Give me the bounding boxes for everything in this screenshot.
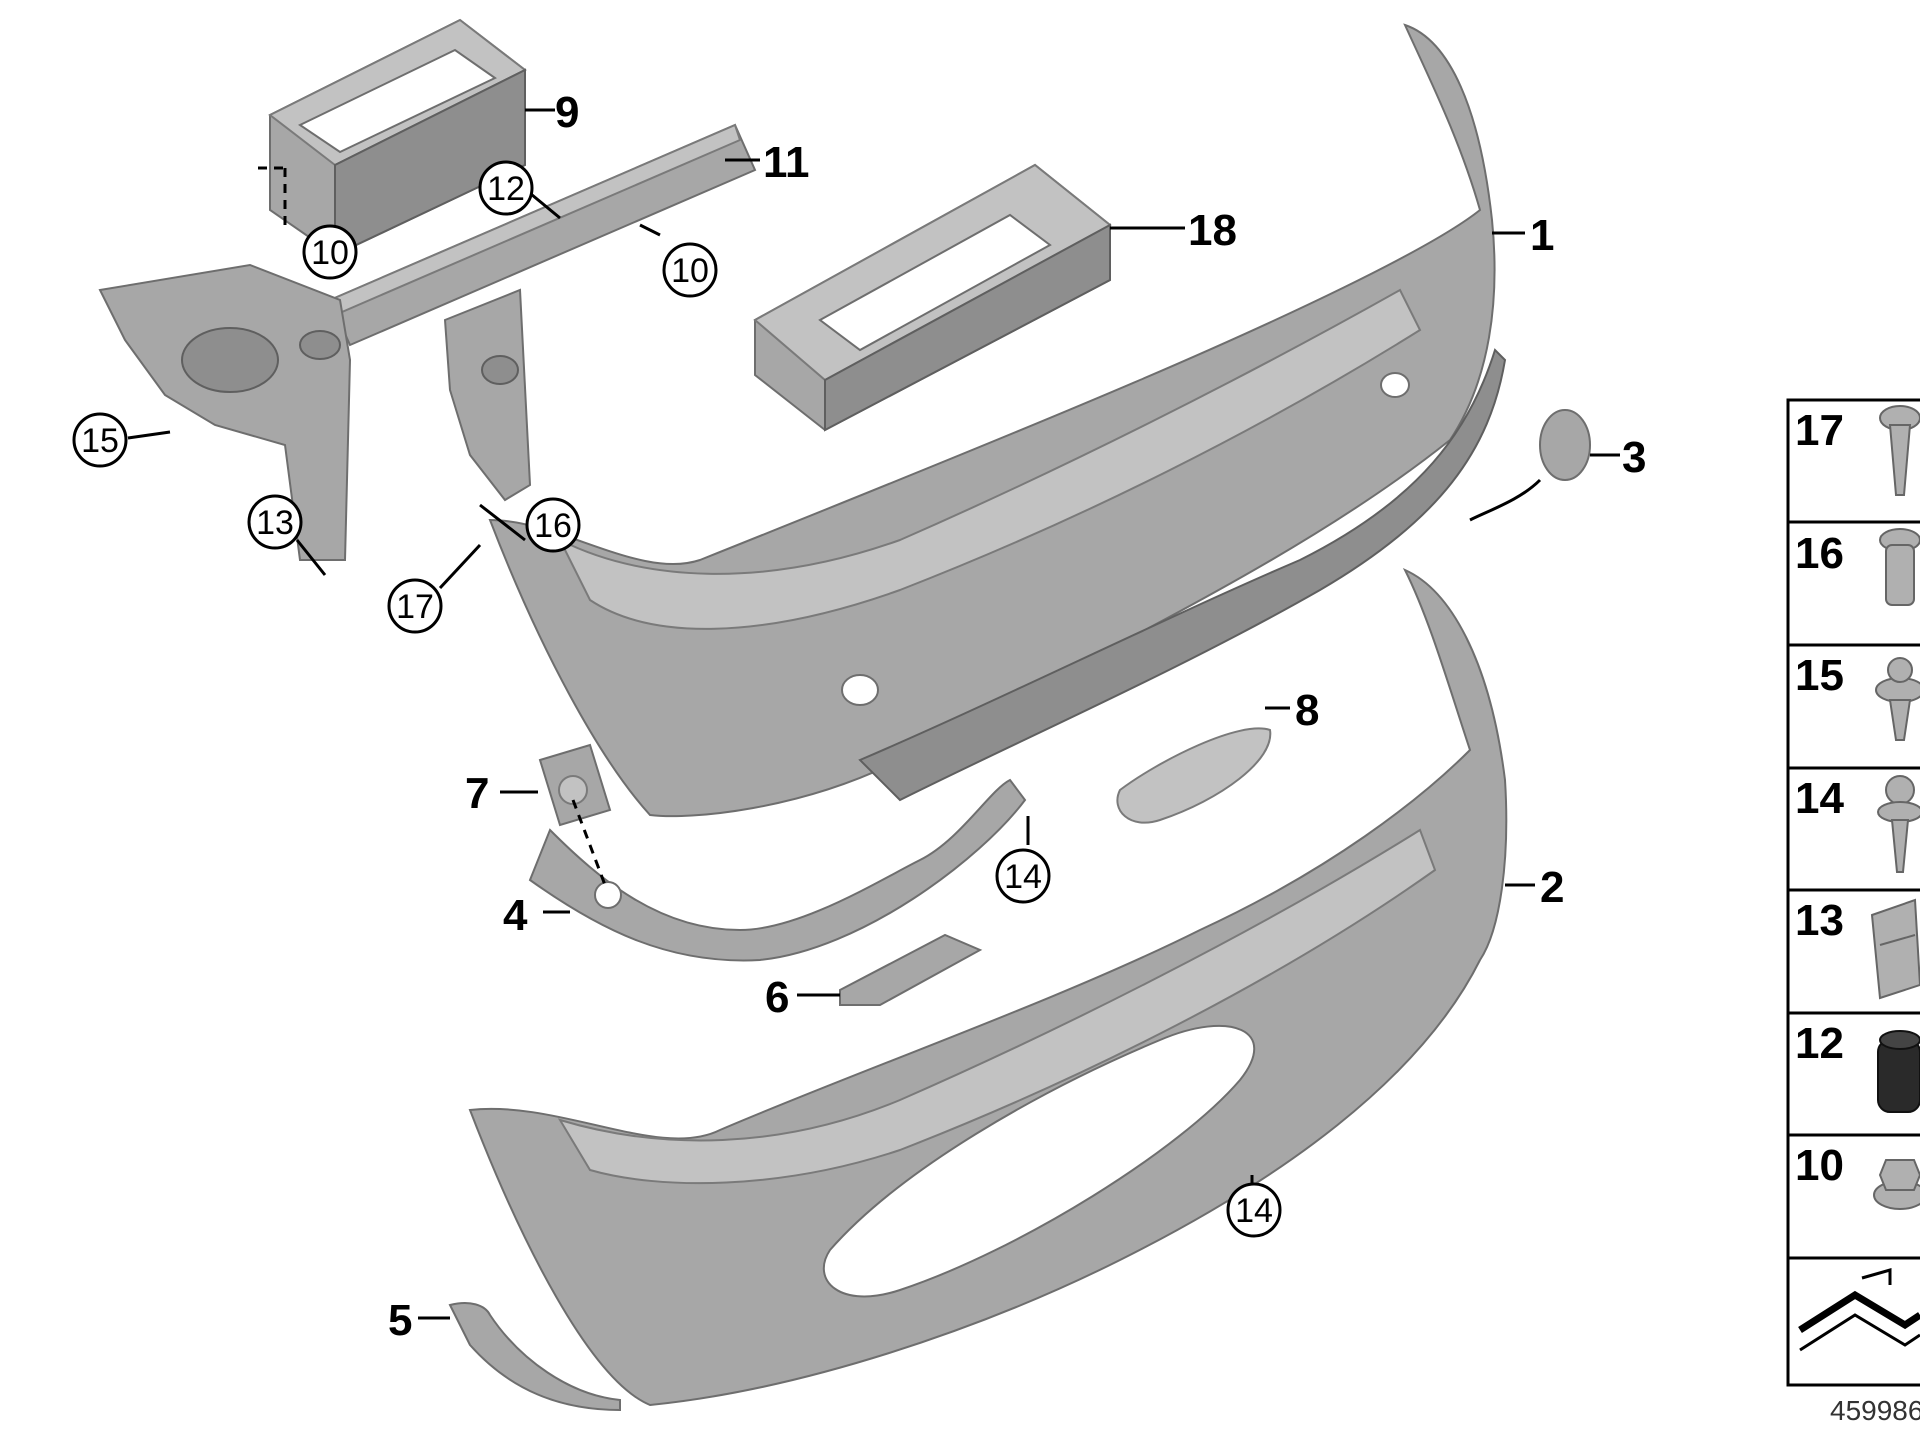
label-6: 6 [765,973,789,1022]
svg-text:10: 10 [311,234,349,272]
expanding-rivet-icon [1877,775,1920,873]
svg-text:16: 16 [534,507,572,545]
rubber-buffer-icon [1877,1030,1920,1113]
fastener-table: 17 16 15 14 13 12 [1786,398,1920,1387]
table-number-15: 15 [1795,651,1844,700]
table-number-14: 14 [1795,774,1844,823]
hex-nut-icon [1873,1159,1920,1210]
document-number: 459986 [1830,1395,1920,1426]
table-number-17: 17 [1795,406,1844,455]
svg-text:10: 10 [671,252,709,290]
expanding-nut-icon [1879,528,1920,606]
part-6-reflector [839,933,983,1006]
label-8: 8 [1295,686,1319,735]
circled-label-10b: 10 [662,242,718,298]
table-number-16: 16 [1795,529,1844,578]
label-4: 4 [503,891,528,940]
circled-label-15: 15 [72,412,128,468]
circled-label-16: 16 [525,497,581,553]
table-number-12: 12 [1795,1019,1844,1068]
circled-label-14a: 14 [995,848,1051,904]
label-3: 3 [1622,433,1646,482]
table-number-13: 13 [1795,896,1844,945]
part-4-lower-trim [528,778,1027,962]
label-11: 11 [763,138,810,187]
screw-icon [1879,405,1920,496]
label-18: 18 [1188,206,1237,255]
part-1-bumper-panel [488,23,1496,818]
label-5: 5 [388,1296,412,1345]
circled-label-14b: 14 [1226,1182,1282,1238]
svg-text:14: 14 [1235,1192,1273,1230]
svg-text:12: 12 [487,170,525,208]
label-9: 9 [555,88,579,137]
circled-label-17: 17 [387,578,443,634]
svg-text:15: 15 [81,422,119,460]
label-7: 7 [465,769,489,818]
part-7-holder [538,743,612,827]
table-number-10: 10 [1795,1141,1844,1190]
clip-icon [1875,657,1920,741]
part-18-absorber [753,163,1112,432]
circled-label-13: 13 [247,494,303,550]
direction-arrow-icon [1798,1268,1920,1352]
label-2: 2 [1540,863,1564,912]
svg-text:14: 14 [1004,858,1042,896]
svg-text:13: 13 [256,504,294,542]
part-3-cap [1469,409,1591,522]
label-1: 1 [1530,211,1554,260]
circled-label-10a: 10 [302,224,358,280]
part-2-bumper-panel [468,567,1508,1407]
svg-text:17: 17 [396,588,434,626]
circled-labels: 10 10 12 13 14 14 15 16 [72,160,1282,1238]
circled-label-12: 12 [478,160,534,216]
part-labels: 1 2 3 4 5 6 7 8 9 11 18 [388,88,1646,1345]
part-8-trim-strip [858,348,1507,824]
spring-nut-icon [1870,898,1920,1000]
part-11-carrier [98,123,757,561]
part-9-air-duct [268,18,527,257]
leader-lines [127,108,1620,1320]
part-5-corner-trim [448,1302,621,1412]
